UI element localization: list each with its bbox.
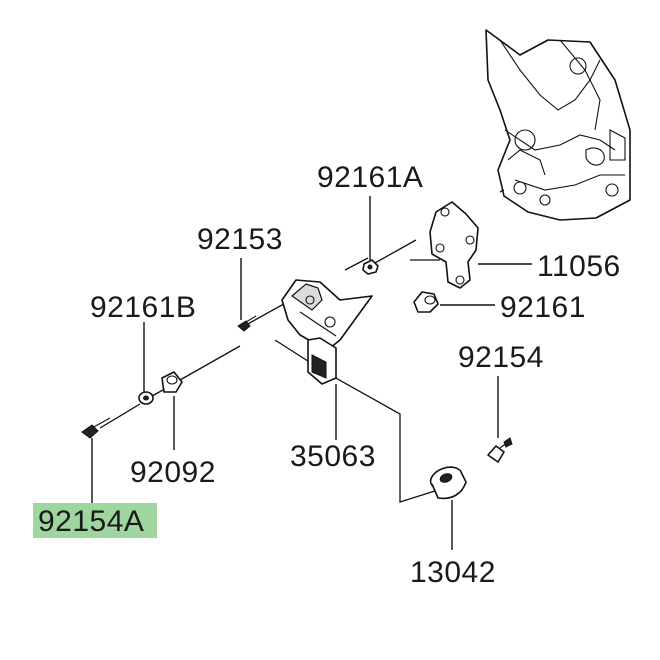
bolt-92153 [237,315,257,332]
label-92092[interactable]: 92092 [130,456,216,489]
label-35063[interactable]: 35063 [290,440,376,473]
collar-92092 [161,371,183,393]
highlight-box [33,503,157,538]
nut-92161A [362,259,379,275]
label-13042[interactable]: 13042 [410,556,496,589]
frame-assembly [485,29,631,221]
label-92161A[interactable]: 92161A [317,161,423,194]
leader-lines [91,196,532,550]
bolt-92154 [487,437,513,463]
label-92154A[interactable]: 92154A [38,505,144,538]
label-92154[interactable]: 92154 [458,341,544,374]
roller-13042 [429,466,467,500]
label-11056[interactable]: 11056 [537,250,621,283]
washer-92161B [138,391,154,405]
label-92153[interactable]: 92153 [197,223,283,256]
plate-11056 [429,201,479,289]
collar-92161 [413,291,439,313]
bracket-35063 [281,279,373,385]
label-92161[interactable]: 92161 [500,291,586,324]
bolt-92154A [81,417,111,439]
label-92161B[interactable]: 92161B [90,291,196,324]
